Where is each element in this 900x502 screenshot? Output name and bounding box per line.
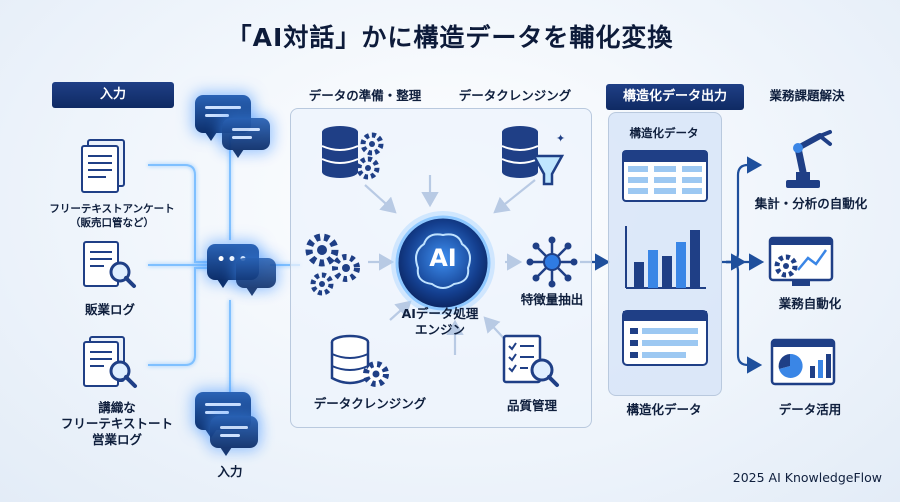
cleansing-section-label: データクレンジング bbox=[458, 88, 572, 103]
structured-data-label-bottom: 構造化データ bbox=[626, 402, 702, 417]
input-doc-label-2: 販業ログ bbox=[84, 302, 135, 317]
ai-brain-icon bbox=[391, 211, 495, 315]
input-bottom-label: 入力 bbox=[217, 464, 243, 479]
database-gear-icon bbox=[321, 126, 384, 180]
chat-bubble-icon bbox=[210, 416, 258, 456]
list-window-icon bbox=[622, 310, 708, 366]
input-section-tag: 入力 bbox=[52, 82, 174, 108]
document-icon bbox=[81, 139, 125, 193]
database-filter-icon: ✦ bbox=[501, 126, 565, 186]
input-doc-label-3: 講織な フリーテキストート 営業ログ bbox=[60, 400, 174, 447]
gears-icon bbox=[305, 233, 360, 296]
footer-credit: 2025 AI KnowledgeFlow bbox=[732, 470, 882, 485]
robot-arm-icon bbox=[786, 130, 832, 188]
input-doc-label-1: フリーテキストアンケート （販売口管など） bbox=[49, 203, 175, 229]
table-icon bbox=[622, 150, 708, 202]
quality-management-label: 品質管理 bbox=[506, 398, 557, 413]
ai-core-label: AI bbox=[429, 244, 457, 272]
output-section-tag: 構造化データ出力 bbox=[606, 84, 744, 110]
bar-chart-icon bbox=[625, 226, 706, 289]
ai-engine-label: AIデータ処理 エンジン bbox=[401, 306, 479, 337]
network-node-icon bbox=[526, 236, 578, 288]
structured-data-label-top: 構造化データ bbox=[629, 126, 699, 140]
database-gear-icon bbox=[330, 334, 389, 387]
chat-bubble-icon bbox=[236, 258, 276, 296]
chat-bubble-icon bbox=[222, 118, 270, 158]
result-label-2: 業務自動化 bbox=[778, 296, 842, 311]
svg-text:✦: ✦ bbox=[556, 132, 565, 145]
dashboard-chart-icon bbox=[770, 338, 836, 386]
result-label-1: 集計・分析の自動化 bbox=[754, 196, 868, 211]
search-document-icon bbox=[83, 241, 136, 288]
feature-extraction-label: 特徴量抽出 bbox=[520, 292, 584, 307]
checklist-search-icon bbox=[502, 334, 559, 387]
prep-section-label: データの準備・整理 bbox=[308, 88, 422, 103]
search-document-icon bbox=[83, 336, 137, 388]
cleansing-bottom-label: データクレンジング bbox=[313, 396, 427, 411]
solve-section-label: 業務課題解決 bbox=[769, 88, 845, 103]
result-label-3: データ活用 bbox=[778, 402, 842, 417]
page-title: 「AI対話」かに構造データを輔化変換 bbox=[226, 23, 674, 52]
monitor-gear-icon bbox=[768, 236, 834, 286]
